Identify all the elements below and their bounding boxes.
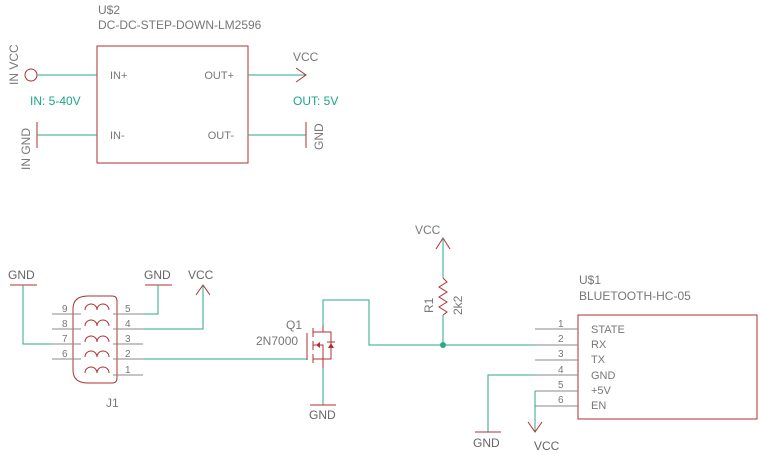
db9-pin-number: 2 (125, 349, 131, 360)
db9-pin-1-bump (84, 366, 110, 374)
bluetooth-pin-number: 2 (558, 334, 564, 345)
resistor-vcc-label: VCC (415, 223, 441, 237)
db9-pin-8-bump (84, 319, 110, 327)
bluetooth-pin-gnd: GND (591, 370, 616, 382)
regulator-pin-out-minus: OUT- (208, 130, 235, 142)
note-input-range: IN: 5-40V (30, 94, 81, 108)
regulator-pin-out-plus: OUT+ (204, 70, 234, 82)
db9-vcc-label: VCC (188, 268, 214, 282)
db9-pin-number: 5 (125, 304, 131, 315)
resistor-value: 2k2 (451, 295, 465, 315)
bluetooth-pin-state: STATE (591, 324, 625, 336)
in-gnd-symbol[interactable]: IN GND (19, 122, 97, 170)
in-vcc-label: IN VCC (7, 44, 21, 85)
in-vcc-circle (24, 68, 38, 82)
db9-pin-7-bump (84, 335, 110, 343)
bluetooth-gnd-wire (487, 374, 535, 432)
mosfet-q1[interactable]: Q1 2N7000 (256, 318, 335, 368)
db9-pin-number: 9 (62, 304, 68, 315)
db9-vcc-symbol[interactable]: VCC (143, 268, 214, 330)
regulator-pin-in-minus: IN- (110, 130, 125, 142)
bluetooth-pin-tx: TX (591, 354, 606, 366)
resistor-r1[interactable]: VCC R1 2k2 (415, 223, 465, 348)
db9-pin-number: 6 (62, 349, 68, 360)
bluetooth-value: BLUETOOTH-HC-05 (579, 289, 691, 303)
regulator-ref: U$2 (98, 3, 120, 17)
bluetooth-body (577, 314, 758, 420)
regulator-module[interactable]: U$2 DC-DC-STEP-DOWN-LM2596 IN+ IN- OUT+ … (96, 3, 262, 164)
db9-pin-number: 1 (125, 365, 131, 376)
regulator-value: DC-DC-STEP-DOWN-LM2596 (98, 18, 262, 32)
db9-pin-number: 7 (62, 334, 68, 345)
in-gnd-label: IN GND (19, 128, 33, 170)
db9-left-gnd-wire (22, 285, 52, 345)
bluetooth-gnd-symbol[interactable]: GND (473, 374, 535, 450)
db9-right-gnd-symbol[interactable]: GND (143, 268, 172, 315)
resistor-ref: R1 (422, 297, 436, 313)
bluetooth-pin-number: 3 (558, 349, 564, 360)
bluetooth-gnd-label: GND (473, 436, 500, 450)
in-vcc-terminal[interactable]: IN VCC (7, 44, 97, 85)
bluetooth-pin-number: 1 (558, 319, 564, 330)
bluetooth-pin-en: EN (591, 400, 606, 412)
db9-pin-number: 8 (62, 319, 68, 330)
db9-pin-9-bump (84, 303, 110, 311)
out-vcc-arrow-icon (295, 67, 307, 83)
bluetooth-vcc-label: VCC (534, 439, 560, 453)
out-vcc-label: VCC (293, 50, 319, 64)
regulator-body (96, 45, 249, 164)
note-output: OUT: 5V (293, 94, 338, 108)
bluetooth-vcc-arrow-icon (527, 421, 543, 433)
bluetooth-pin-rx: RX (591, 339, 607, 351)
bluetooth-pin-number: 6 (558, 395, 564, 406)
bluetooth-ref: U$1 (579, 273, 601, 287)
mosfet-body-link (313, 344, 324, 359)
mosfet-diode-icon (328, 343, 334, 348)
bluetooth-pin-number: 4 (558, 365, 564, 376)
resistor-zigzag (438, 277, 448, 316)
mosfet-drain-stub (313, 325, 324, 333)
bluetooth-module[interactable]: U$1 BLUETOOTH-HC-05 1 2 3 4 5 6 STATE RX… (535, 273, 758, 420)
mosfet-source-stub (313, 358, 324, 368)
db9-right-gnd-label: GND (144, 268, 171, 282)
out-gnd-label: GND (312, 123, 326, 150)
db9-pin-number: 4 (125, 319, 131, 330)
db9-pin-number: 3 (125, 334, 131, 345)
mosfet-gnd-label: GND (309, 408, 336, 422)
mosfet-arrow-icon (316, 342, 320, 348)
out-gnd-symbol[interactable]: GND (248, 122, 326, 150)
bluetooth-pin-5v: +5V (591, 385, 612, 397)
db9-left-gnd-symbol[interactable]: GND (8, 268, 52, 345)
db9-left-gnd-label: GND (8, 268, 35, 282)
mosfet-ref: Q1 (286, 318, 302, 332)
db9-right-gnd-wire (143, 285, 159, 315)
db9-connector[interactable]: 9 8 7 6 5 4 3 2 1 J1 (52, 295, 143, 410)
db9-ref: J1 (106, 396, 119, 410)
out-vcc-symbol[interactable]: VCC (248, 50, 319, 83)
db9-pin-6-bump (84, 350, 110, 358)
regulator-pin-in-plus: IN+ (110, 70, 127, 82)
db9-vcc-wire (143, 285, 204, 330)
bluetooth-vcc-symbol[interactable]: VCC (527, 391, 560, 453)
mosfet-value: 2N7000 (256, 334, 298, 348)
bluetooth-pin-number: 5 (558, 380, 564, 391)
db9-shell (72, 295, 118, 384)
drain-wire (322, 299, 443, 346)
mosfet-gnd-symbol[interactable]: GND (309, 368, 336, 422)
